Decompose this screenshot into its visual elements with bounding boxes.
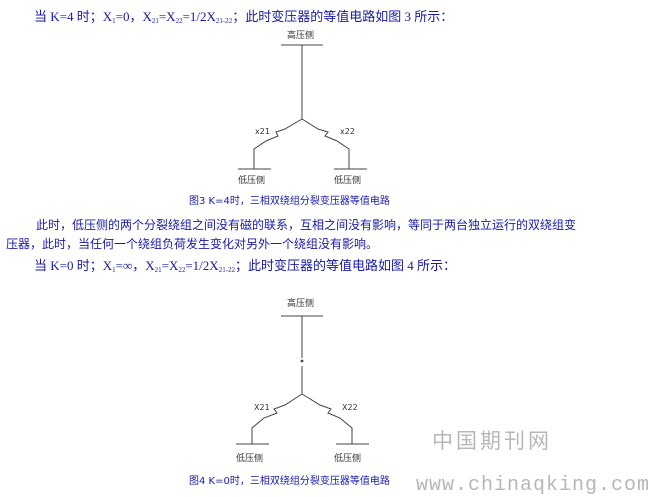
k4-intro-line: 当 K=4 时；X1=0，X21=X22=1/2X21-22；此时变压器的等值电… bbox=[34, 9, 454, 25]
fig3-x22-label: x22 bbox=[340, 127, 355, 136]
fig3-low-right-label: 低压侧 bbox=[334, 174, 361, 186]
fig3-left-branch bbox=[253, 118, 303, 169]
fig3-x21-label: x21 bbox=[255, 127, 270, 136]
fig4-caption: 图4 K=0时，三相双绕组分裂变压器等值电路 bbox=[189, 476, 390, 487]
fig4-low-right-label: 低压侧 bbox=[334, 452, 361, 464]
fig4-left-branch bbox=[251, 393, 303, 444]
fig4-right-branch bbox=[301, 393, 353, 444]
fig3-low-left-label: 低压侧 bbox=[238, 174, 265, 186]
k0-intro-line: 当 K=0 时；X1=∞，X21=X22=1/2X21-22；此时变压器的等值电… bbox=[34, 258, 457, 274]
fig4-high-side-label: 高压侧 bbox=[287, 297, 314, 309]
fig4-low-left-label: 低压侧 bbox=[236, 452, 263, 464]
fig3-caption: 图3 K=4时，三相双绕组分裂变压器等值电路 bbox=[189, 196, 390, 207]
paragraph-line-1: 此时，低压侧的两个分裂绕组之间没有磁的联系，互相之间没有影响，等同于两台独立运行… bbox=[36, 218, 577, 232]
fig4-x21-label: X21 bbox=[254, 403, 270, 412]
fig3-high-side-label: 高压侧 bbox=[287, 29, 314, 41]
fig4-open-point bbox=[300, 359, 304, 363]
watermark-chinese: 中国期刊网 bbox=[432, 429, 552, 453]
figure-3-diagram: 高压侧 x21 x22 低压侧 低压侧 bbox=[238, 29, 367, 186]
fig4-x22-label: X22 bbox=[342, 403, 358, 412]
paragraph-line-2: 压器，此时，当任何一个绕组负荷发生变化对另外一个绕组没有影响。 bbox=[6, 237, 379, 251]
watermark-url: www.chinaqking.com bbox=[415, 474, 650, 497]
fig3-right-branch bbox=[301, 118, 350, 169]
